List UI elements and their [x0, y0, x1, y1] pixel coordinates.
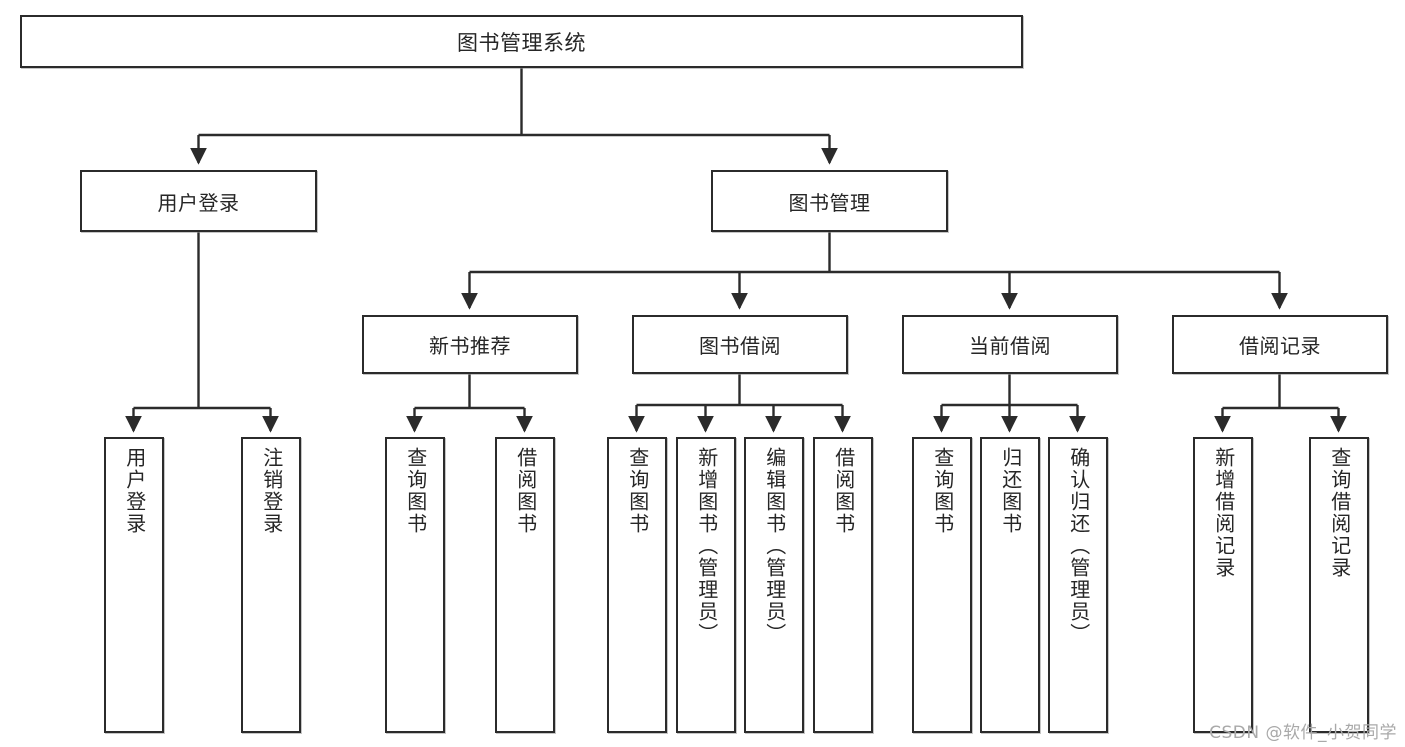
- node-label: 查询图书: [930, 447, 955, 535]
- node-label: 查询图书: [625, 447, 650, 535]
- node-label: 归还图书: [998, 447, 1023, 535]
- leaf-borrow-book[interactable]: 借阅图书: [813, 437, 873, 733]
- node-label: 新书推荐: [429, 334, 511, 358]
- node-label: 用户登录: [157, 190, 240, 215]
- leaf-borrow-book-recommend[interactable]: 借阅图书: [495, 437, 555, 733]
- node-label: 新增图书（管理员）: [694, 447, 719, 645]
- node-book-management[interactable]: 图书管理: [711, 170, 948, 232]
- node-label: 借阅图书: [831, 447, 856, 535]
- leaf-query-borrow-record[interactable]: 查询借阅记录: [1309, 437, 1369, 733]
- node-current-borrow[interactable]: 当前借阅: [902, 315, 1118, 374]
- node-label: 当前借阅: [969, 334, 1051, 358]
- node-label: 借阅图书: [513, 447, 538, 535]
- node-book-borrow[interactable]: 图书借阅: [632, 315, 848, 374]
- watermark: CSDN @软件_小贺同学: [1209, 723, 1397, 743]
- node-label: 注销登录: [259, 447, 284, 535]
- leaf-return-book[interactable]: 归还图书: [980, 437, 1040, 733]
- node-label: 新增借阅记录: [1211, 447, 1236, 579]
- node-label: 借阅记录: [1239, 334, 1321, 358]
- node-label: 用户登录: [122, 447, 147, 535]
- node-user-login[interactable]: 用户登录: [80, 170, 317, 232]
- leaf-add-book-admin[interactable]: 新增图书（管理员）: [676, 437, 736, 733]
- node-borrow-records[interactable]: 借阅记录: [1172, 315, 1388, 374]
- node-root-system[interactable]: 图书管理系统: [20, 15, 1023, 68]
- node-label: 确认归还（管理员）: [1066, 447, 1091, 645]
- node-label: 编辑图书（管理员）: [762, 447, 787, 645]
- leaf-edit-book-admin[interactable]: 编辑图书（管理员）: [744, 437, 804, 733]
- leaf-confirm-return-admin[interactable]: 确认归还（管理员）: [1048, 437, 1108, 733]
- leaf-add-borrow-record[interactable]: 新增借阅记录: [1193, 437, 1253, 733]
- leaf-query-book-current[interactable]: 查询图书: [912, 437, 972, 733]
- leaf-logout[interactable]: 注销登录: [241, 437, 301, 733]
- node-label: 图书管理系统: [457, 30, 586, 55]
- leaf-query-book-recommend[interactable]: 查询图书: [385, 437, 445, 733]
- node-new-book-recommend[interactable]: 新书推荐: [362, 315, 578, 374]
- leaf-user-login[interactable]: 用户登录: [104, 437, 164, 733]
- node-label: 查询借阅记录: [1327, 447, 1352, 579]
- node-label: 图书管理: [788, 190, 871, 215]
- node-label: 图书借阅: [699, 334, 781, 358]
- node-label: 查询图书: [403, 447, 428, 535]
- leaf-query-book-borrow[interactable]: 查询图书: [607, 437, 667, 733]
